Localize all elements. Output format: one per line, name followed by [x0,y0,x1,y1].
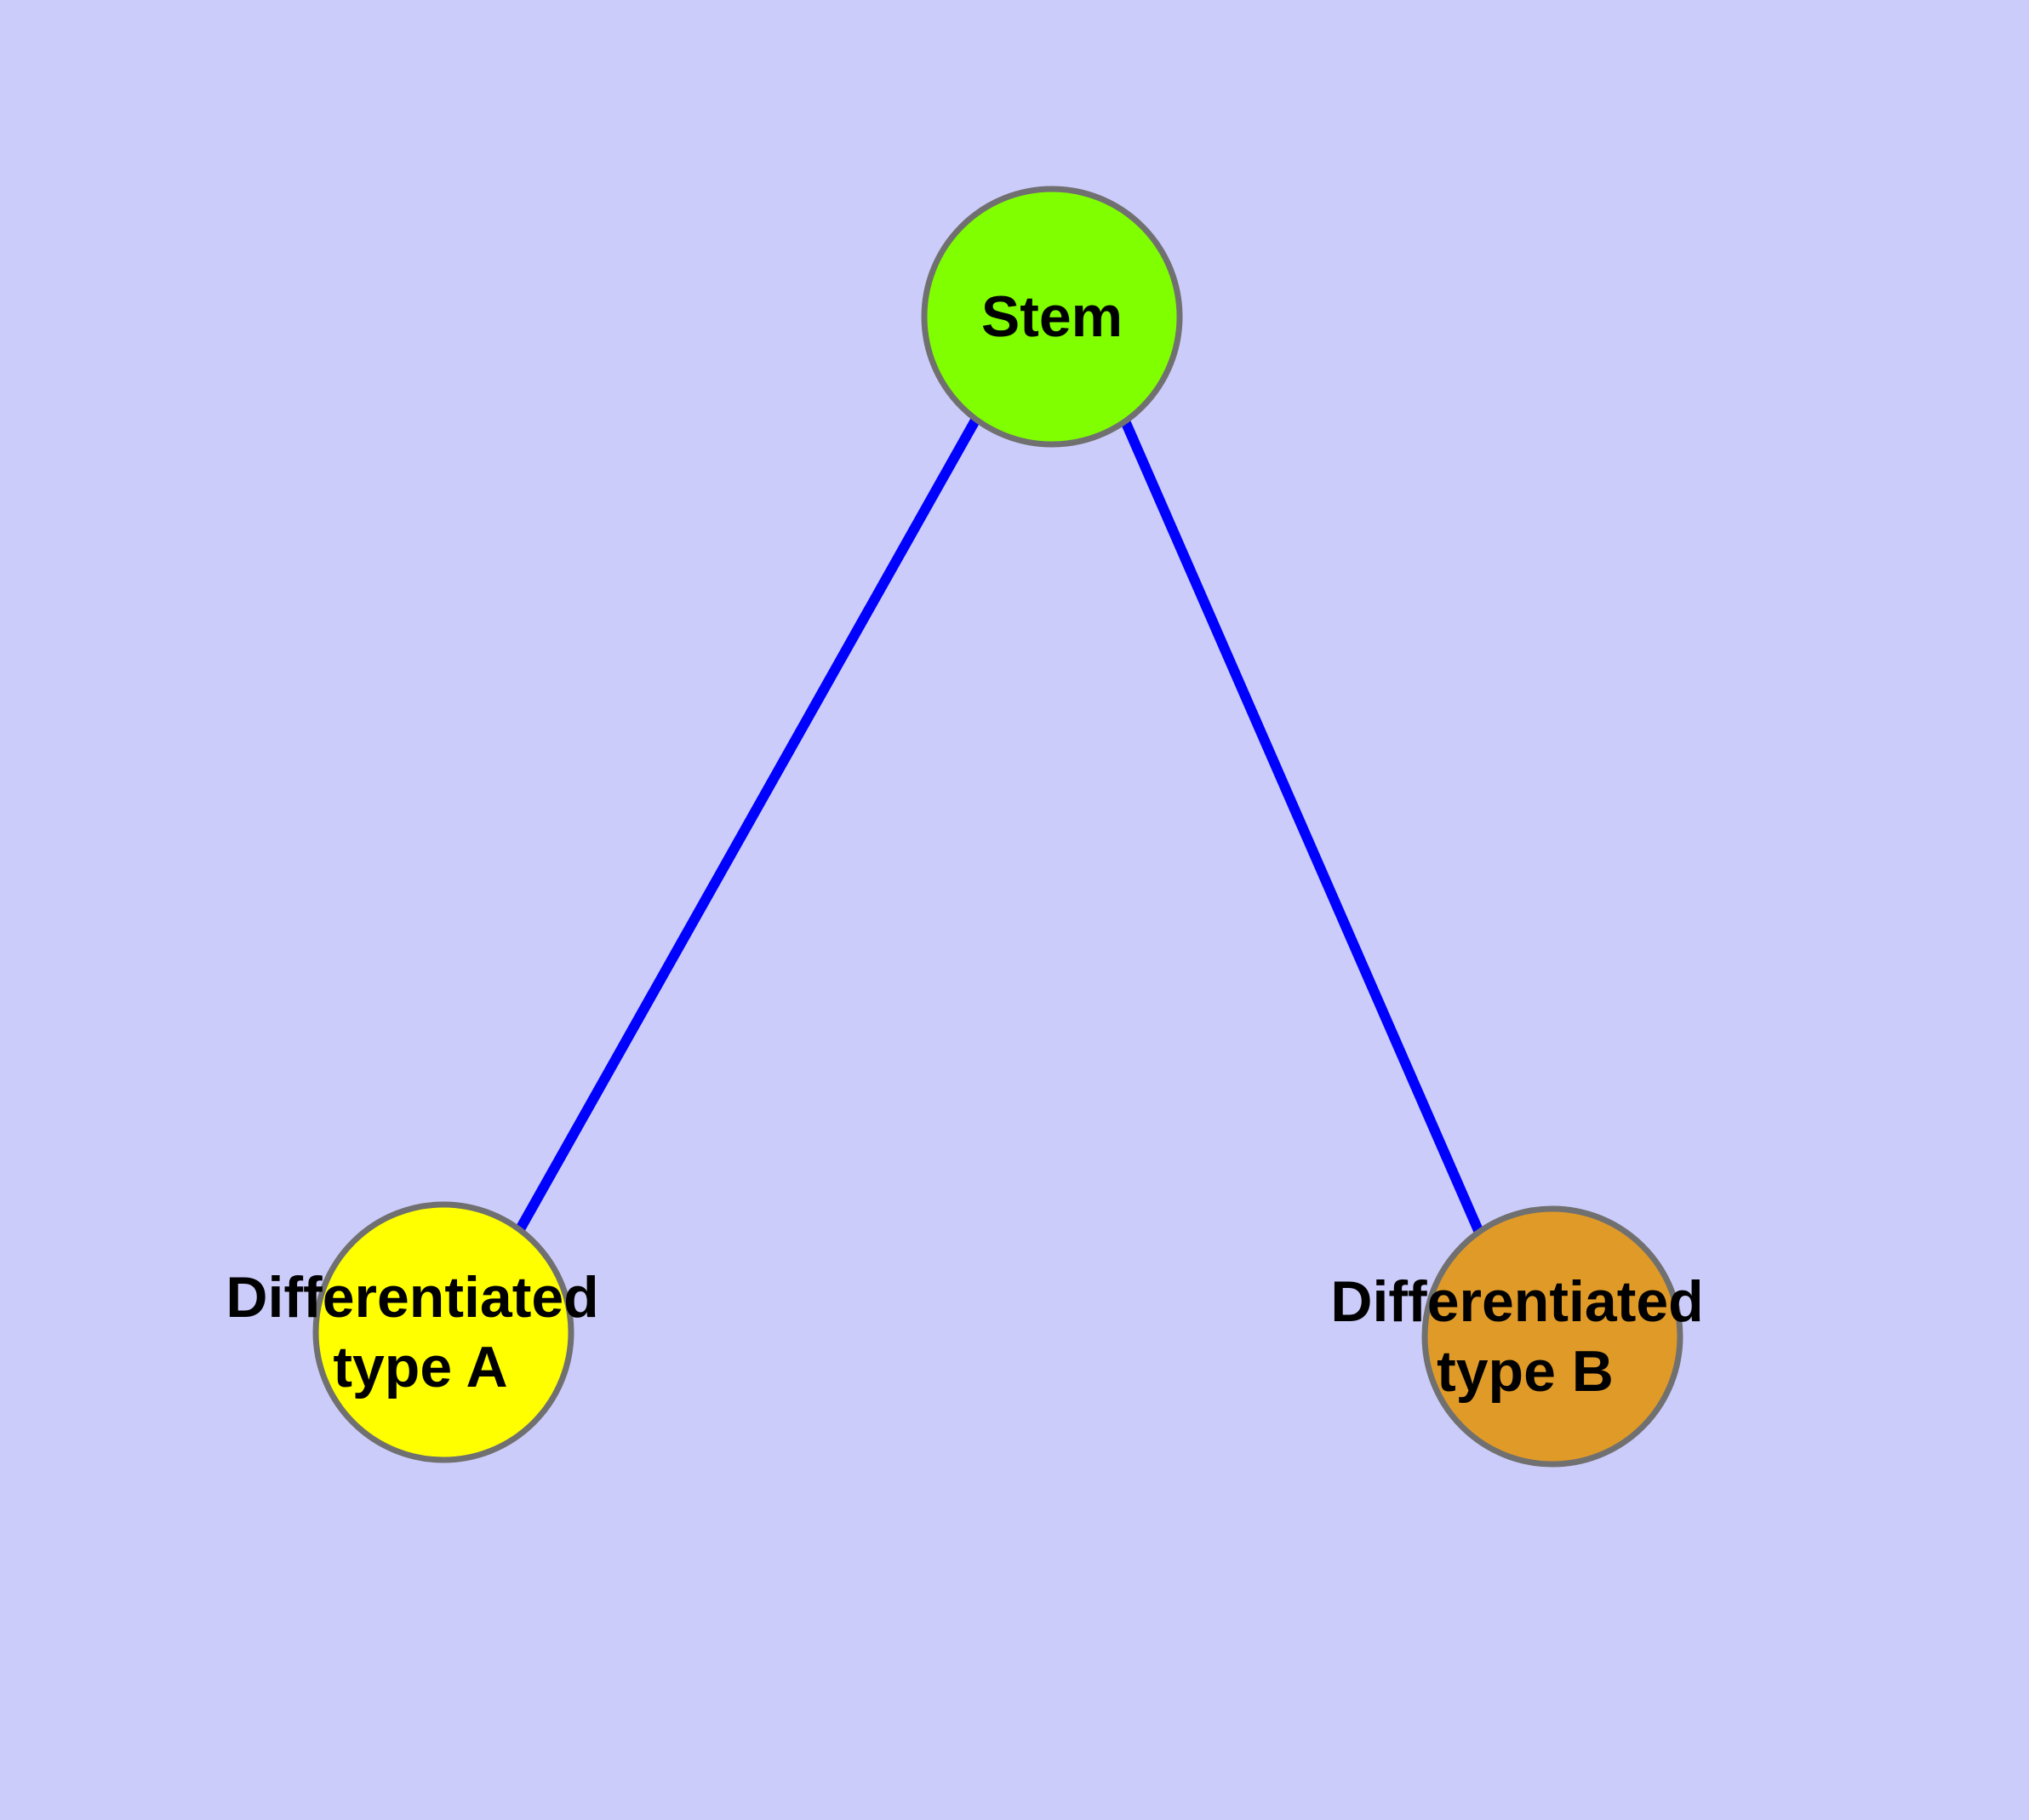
node-label-differentiated-type-b-line-2: type B [1437,1339,1614,1404]
node-label-differentiated-type-a: Differentiated type A [226,1265,614,1399]
node-stem[interactable] [921,186,1183,448]
labels-group: Stem Differentiated type A Differentiate… [226,284,1719,1404]
nodes-group [312,186,1683,1468]
node-label-differentiated-type-b-line-1: Differentiated [1330,1269,1703,1334]
node-differentiated-type-b[interactable] [1421,1205,1683,1468]
edge-stem-to-differentiated-type-a [515,416,981,1232]
node-label-differentiated-type-a-line-1: Differentiated [226,1265,598,1330]
node-differentiated-type-a[interactable] [312,1201,574,1463]
node-label-differentiated-type-a-line-2: type A [333,1335,507,1399]
node-label-stem-line-1: Stem [981,284,1123,349]
node-label-differentiated-type-b: Differentiated type B [1330,1269,1719,1404]
edges-group [515,415,1485,1237]
node-label-stem: Stem [981,284,1123,349]
edge-stem-to-differentiated-type-b [1118,415,1485,1237]
